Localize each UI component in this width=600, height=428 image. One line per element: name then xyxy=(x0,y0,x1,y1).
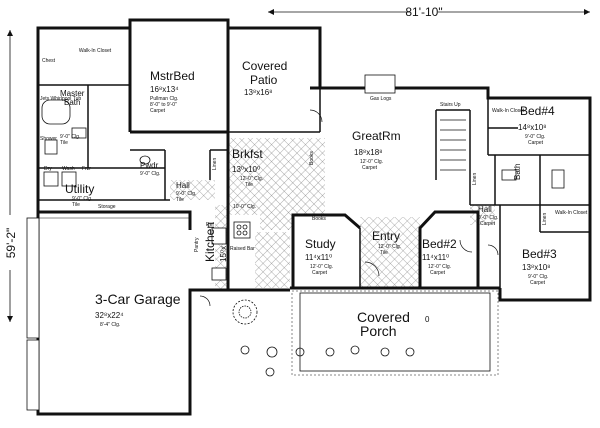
bed2-note-1: 12'-0" Clg. xyxy=(428,264,451,270)
bed2-note-2: Carpet xyxy=(430,270,446,276)
bed4-size: 14⁸x10⁸ xyxy=(518,123,547,132)
covered-porch-mark: 0 xyxy=(425,315,430,324)
width-dimension: 81'-10" xyxy=(268,5,590,19)
hall-left-name: Hall xyxy=(176,181,190,190)
linen-brkfst-label: Linen xyxy=(212,158,218,170)
garage-size: 32⁸x22⁴ xyxy=(95,311,124,320)
books-greatrm-label: Books xyxy=(309,151,315,165)
bed3-size: 13⁸x10⁸ xyxy=(522,263,551,272)
covered-patio-size: 13⁸x16⁸ xyxy=(244,88,273,97)
entry-name: Entry xyxy=(372,229,400,243)
bed2-size: 11⁴x11⁰ xyxy=(422,253,449,262)
whirlpool-tub xyxy=(41,99,71,125)
interior-walls xyxy=(38,28,590,290)
wash-label: Wash xyxy=(62,166,75,172)
study-note-1: 12'-0" Clg. xyxy=(310,264,333,270)
dry-label: Dry xyxy=(44,166,52,172)
bed3-note-2: Carpet xyxy=(530,280,546,286)
washer xyxy=(61,171,77,187)
stairs-up-label: Stairs Up xyxy=(440,102,461,108)
walk-in-closet-master-label: Walk-In Closet xyxy=(79,48,112,54)
garage-note-1: 8'-4" Clg. xyxy=(100,322,120,328)
books-study-label: Books xyxy=(312,216,326,222)
fixtures xyxy=(41,74,565,281)
entry-note-1: 12'-0" Clg. xyxy=(378,244,401,250)
dryer xyxy=(43,171,59,187)
garage-name: 3-Car Garage xyxy=(95,291,181,307)
garage-doors xyxy=(26,217,190,411)
entry-note-2: Tile xyxy=(380,250,388,256)
brkfst-note-1: 12'-0" Clg. xyxy=(240,176,263,182)
depth-dimension: 59'-2" xyxy=(4,30,18,322)
mstrbed-size: 16⁸x13⁴ xyxy=(150,85,179,94)
walk-in-closet-bed3-label: Walk-In Closet xyxy=(555,210,588,216)
pwdr-name: Pwdr xyxy=(140,161,159,170)
utility-note-2: Tile xyxy=(72,202,80,208)
pwdr-note-1: 9'-0" Clg. xyxy=(140,171,160,177)
hall-right-note-1: 9'-0" Clg. xyxy=(478,215,498,221)
greatrm-note-2: Carpet xyxy=(362,165,378,171)
utility-name: Utility xyxy=(65,182,94,196)
kitchen-name: Kitchen xyxy=(203,222,217,262)
kitchen-size: 15⁰x xyxy=(219,246,228,262)
brkfst-size: 13⁰x10⁰ xyxy=(232,165,260,174)
tile-floor-areas xyxy=(170,138,495,290)
freezer-label: Frzr xyxy=(82,166,91,172)
chest-label: Chest xyxy=(42,58,56,64)
study-note-2: Carpet xyxy=(312,270,328,276)
depth-dimension-label: 59'-2" xyxy=(4,228,18,259)
covered-porch-outline xyxy=(291,290,499,376)
fireplace xyxy=(364,74,396,94)
study-size: 11⁴x11⁰ xyxy=(305,253,332,262)
mstrbed-note-3: Carpet xyxy=(150,108,166,114)
linen-bed3-label: Linen xyxy=(542,213,548,225)
linen-hall-label: Linen xyxy=(472,173,478,185)
greatrm-name: GreatRm xyxy=(352,129,401,143)
bed4-note-2: Carpet xyxy=(528,140,544,146)
study-name: Study xyxy=(305,237,336,251)
landscape-shrubs xyxy=(232,299,415,377)
brkfst-note-2: Tile xyxy=(245,182,253,188)
storage-label: Storage xyxy=(98,204,116,210)
mstrbed-note-1: Pullman Clg. xyxy=(150,96,178,102)
width-dimension-label: 81'-10" xyxy=(405,5,442,19)
shower-label: Shower xyxy=(40,136,57,142)
bed3-name: Bed#3 xyxy=(522,247,557,261)
hall-right-name: Hall xyxy=(478,205,492,214)
bed4-note-1: 9'-0" Clg. xyxy=(525,134,545,140)
door-swings xyxy=(199,109,499,307)
pantry-label: Pantry xyxy=(194,237,200,252)
whirlpool-label: Jets Whirlpool Tub xyxy=(40,96,81,102)
bed3-note-1: 9'-0" Clg. xyxy=(528,274,548,280)
greatrm-note-1: 12'-0" Clg. xyxy=(360,159,383,165)
gas-logs-label: Gas Logs xyxy=(370,96,392,102)
master-bath-note-2: Tile xyxy=(60,140,68,146)
mstrbed-note-2: 8'-0" to 9'-0" xyxy=(150,102,177,108)
walk-in-closet-bed4-label: Walk-In Closet xyxy=(492,108,525,114)
master-bath-note-1: 9'-0" Clg. xyxy=(60,134,80,140)
mstrbed-name: MstrBed xyxy=(150,69,195,83)
ref-label: Ref xyxy=(206,222,214,228)
hall-left-note-2: Tile xyxy=(176,197,184,203)
bath-right-label: Bath xyxy=(513,164,522,180)
brkfst-name: Brkfst xyxy=(232,147,263,161)
kitchen-note-1: 10'-0" Clg. xyxy=(233,204,256,210)
bed2-name: Bed#2 xyxy=(422,237,457,251)
hall-left-note-1: 9'-0" Clg. xyxy=(176,191,196,197)
bed4-name: Bed#4 xyxy=(520,104,555,118)
raised-bar-label: Raised Bar xyxy=(230,246,255,252)
hall-right-note-2: Carpet xyxy=(480,221,496,227)
utility-note-1: 9'-0" Clg. xyxy=(72,196,92,202)
greatrm-size: 18⁸x18⁸ xyxy=(354,148,383,157)
